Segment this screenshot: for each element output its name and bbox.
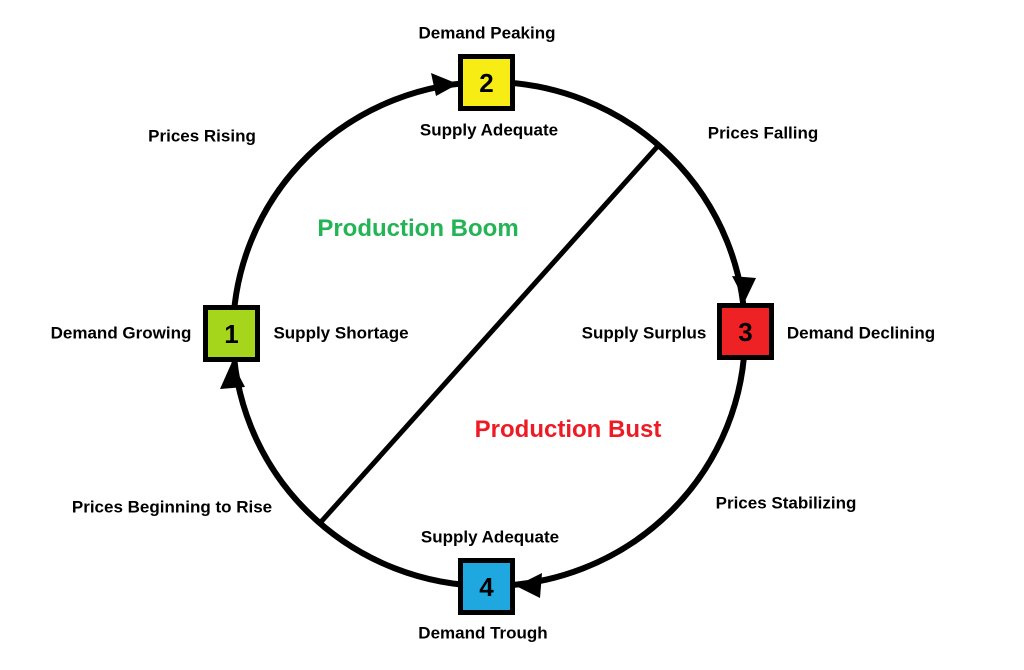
edge-label-prices-stabilizing: Prices Stabilizing — [715, 493, 857, 513]
node-1-left-label: Demand Growing — [50, 323, 192, 343]
node-4-top-label: Supply Adequate — [420, 527, 560, 547]
boom-bust-divider-line — [318, 145, 659, 525]
arrowhead-into-node-1 — [220, 362, 245, 389]
arrowhead-into-node-4 — [516, 573, 542, 598]
node-1-number: 1 — [224, 318, 239, 349]
node-2-bottom-label: Supply Adequate — [419, 120, 559, 140]
node-4-box: 4 — [458, 558, 515, 615]
node-3-right-label: Demand Declining — [786, 323, 936, 343]
region-label-production-boom: Production Boom — [317, 215, 519, 242]
arrowhead-into-node-3 — [732, 276, 756, 301]
edge-label-prices-rising: Prices Rising — [148, 126, 256, 146]
arrowhead-into-node-2 — [431, 73, 458, 96]
edge-label-prices-beginning-to-rise: Prices Beginning to Rise — [71, 497, 273, 517]
node-2-number: 2 — [479, 67, 494, 98]
edge-label-prices-falling: Prices Falling — [707, 123, 819, 143]
node-4-bottom-label: Demand Trough — [418, 623, 548, 643]
region-label-production-bust: Production Bust — [474, 416, 662, 443]
node-1-right-label: Supply Shortage — [273, 323, 409, 343]
node-3-box: 3 — [717, 303, 774, 360]
node-2-top-label: Demand Peaking — [418, 23, 556, 43]
node-3-number: 3 — [738, 316, 753, 347]
node-4-number: 4 — [479, 571, 494, 602]
node-2-box: 2 — [458, 54, 515, 111]
node-1-box: 1 — [203, 305, 260, 362]
node-3-left-label: Supply Surplus — [581, 323, 707, 343]
